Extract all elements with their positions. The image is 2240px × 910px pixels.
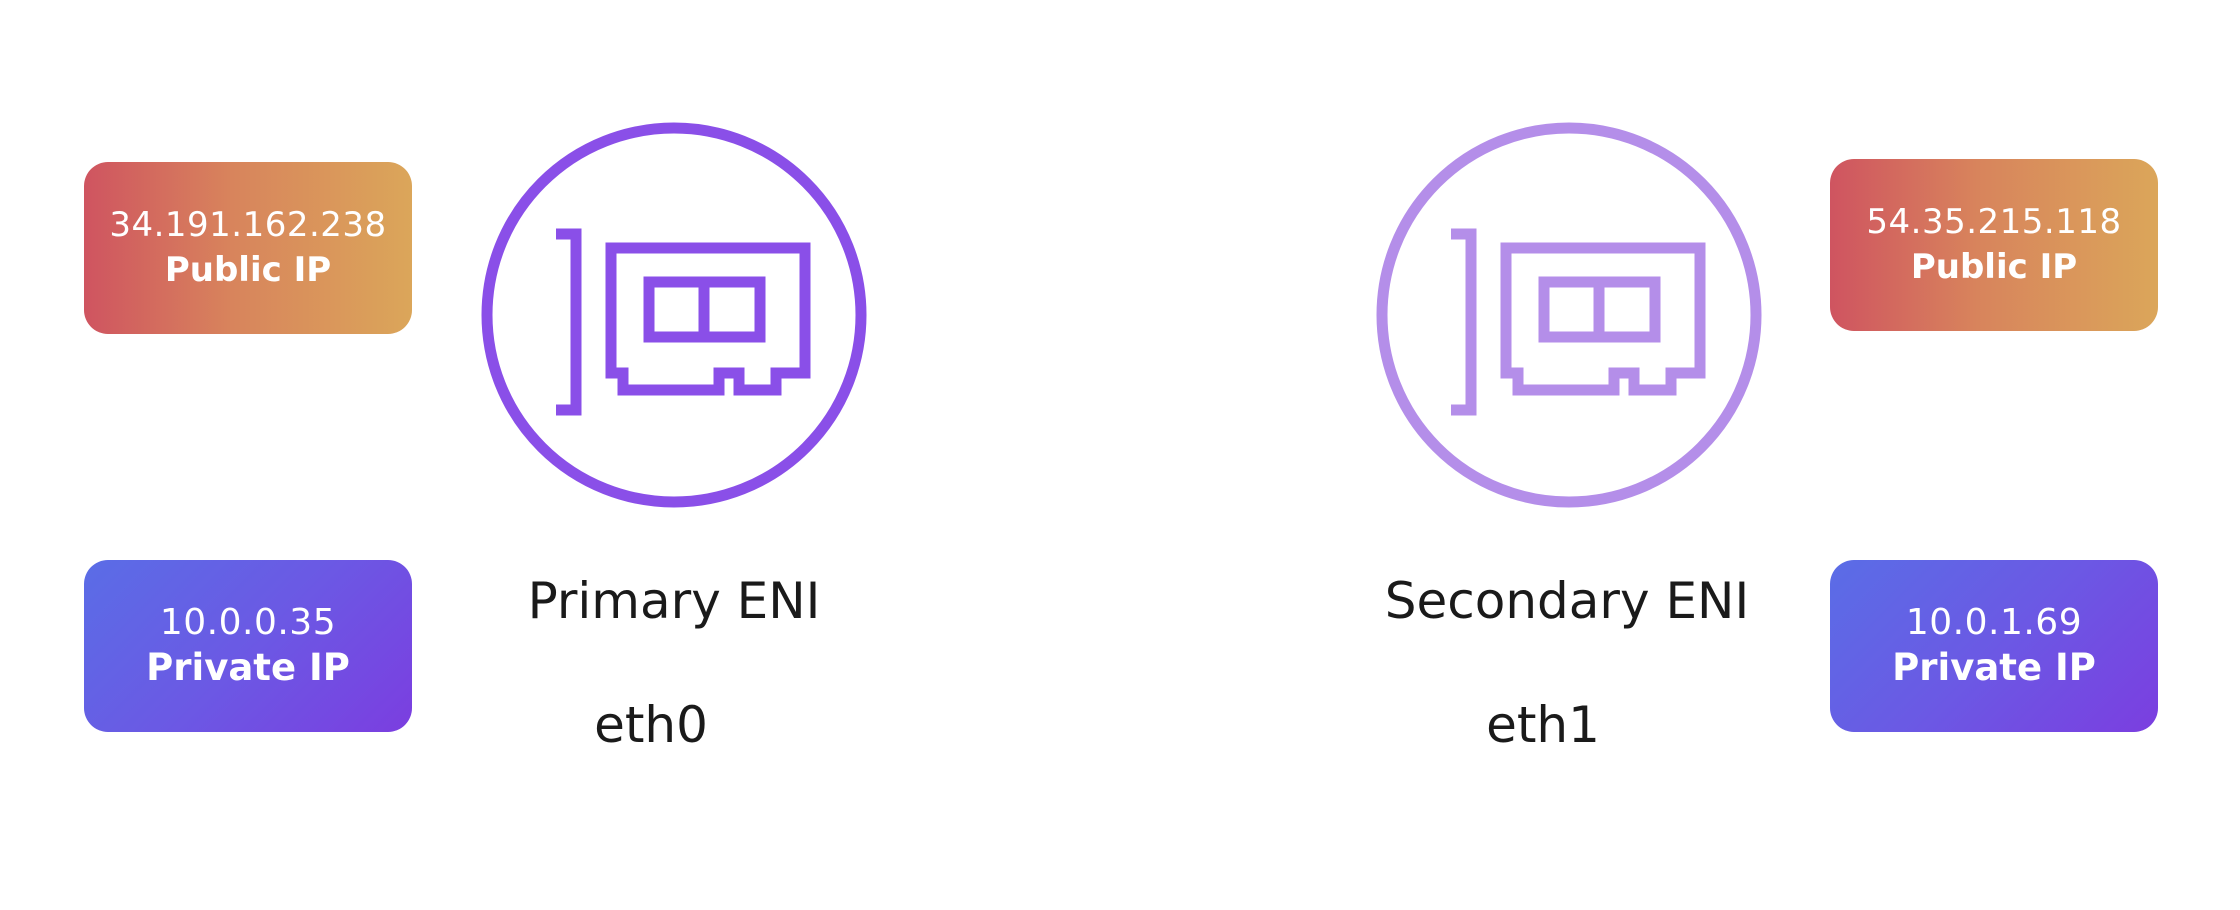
secondary-network-card-icon bbox=[1376, 122, 1762, 508]
primary-private-ip-box: 10.0.0.35 Private IP bbox=[84, 560, 412, 732]
primary-private-ip-label: Private IP bbox=[146, 646, 350, 689]
secondary-eni-label: Secondary ENI bbox=[1384, 572, 1750, 630]
secondary-private-ip-box: 10.0.1.69 Private IP bbox=[1830, 560, 2158, 732]
secondary-public-ip-box: 54.35.215.118 Public IP bbox=[1830, 159, 2158, 331]
primary-interface-label: eth0 bbox=[594, 696, 708, 754]
secondary-public-ip-address: 54.35.215.118 bbox=[1866, 202, 2122, 242]
secondary-private-ip-address: 10.0.1.69 bbox=[1905, 602, 2083, 643]
primary-public-ip-address: 34.191.162.238 bbox=[109, 205, 387, 245]
primary-public-ip-box: 34.191.162.238 Public IP bbox=[84, 162, 412, 334]
primary-private-ip-address: 10.0.0.35 bbox=[159, 602, 337, 643]
secondary-private-ip-label: Private IP bbox=[1892, 646, 2096, 689]
primary-eni-label: Primary ENI bbox=[527, 572, 821, 630]
primary-public-ip-label: Public IP bbox=[164, 250, 332, 290]
secondary-public-ip-label: Public IP bbox=[1910, 247, 2078, 287]
primary-network-card-icon bbox=[481, 122, 867, 508]
secondary-interface-label: eth1 bbox=[1486, 696, 1600, 754]
